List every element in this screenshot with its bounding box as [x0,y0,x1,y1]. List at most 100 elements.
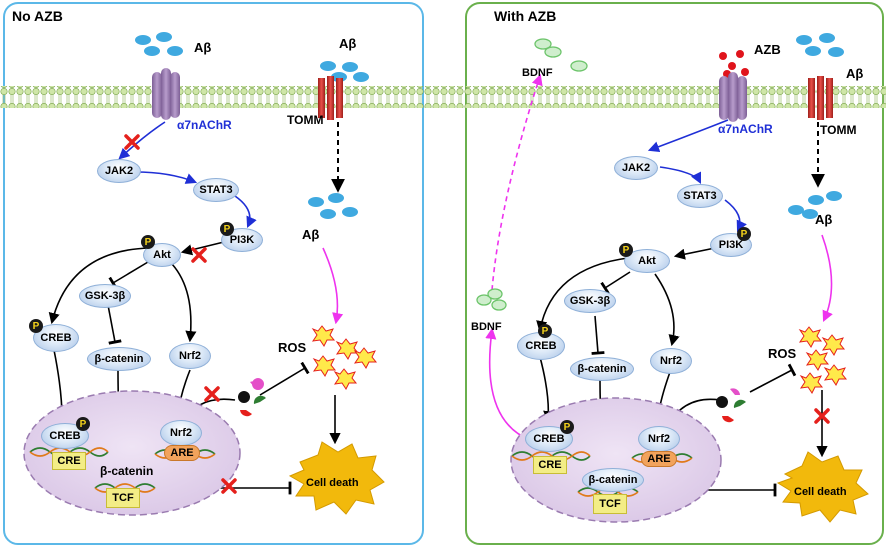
left-arrow-receptor-jak2 [118,121,166,160]
right-node-nrf2-nuclear: Nrf2 [638,426,680,452]
right-x-mark-ros-death [814,408,830,424]
right-node-stat3: STAT3 [677,184,723,208]
right-akt-phospho: P [619,243,633,257]
left-ros-label: ROS [278,340,307,355]
right-dashed-bdnf-release [491,73,543,291]
left-inhib-antioxidant-ros [259,361,310,396]
left-antioxidant-enzymes [238,378,266,417]
left-cre-box: CRE [52,452,86,470]
left-x-marks [124,134,237,494]
x-mark-antioxidant [204,386,220,402]
x-mark-pi3k [191,247,207,263]
right-receptor-label: α7nAChR [718,122,773,136]
left-arrow-akt-nrf2 [171,263,197,343]
ros-burst [821,334,846,356]
left-node-gsk3b: GSK-3β [79,284,131,308]
left-abeta-label-cytosol: Aβ [302,227,320,242]
right-akt-label: Akt [638,255,656,267]
right-cell-death-burst [776,451,869,523]
right-node-nrf2: Nrf2 [650,348,692,374]
right-arrow-pi3k-akt [673,247,716,260]
left-receptor-label: α7nAChR [177,118,232,132]
right-node-creb-nuclear: CREB [525,426,573,452]
left-creb-label: CREB [40,332,72,344]
right-creb-nuclear-phospho: P [560,420,574,434]
right-pi3k-label: PI3K [718,239,744,251]
ros-burst [335,338,360,360]
right-node-jak2: JAK2 [614,156,658,180]
right-inhib-akt-gsk3b [600,271,631,295]
left-node-jak2: JAK2 [97,159,141,183]
x-mark-tcf [221,478,237,494]
right-azb-label: AZB [754,42,781,57]
left-cell-death-label: Cell death [306,477,359,489]
right-bdnf-membrane [534,38,588,72]
right-inhib-antioxidant-ros [749,363,797,393]
left-arrow-abeta-ros [322,247,344,325]
left-are-box: ARE [164,445,200,461]
left-cre-label: CRE [57,455,81,467]
right-jak2-label: JAK2 [621,162,651,174]
left-gsk3b-label: GSK-3β [84,290,126,302]
right-ros-cluster [798,326,848,394]
right-bdnf-vesicles [476,288,507,311]
ros-burst [311,325,336,347]
right-nrf2-nuclear-label: Nrf2 [647,433,670,445]
left-node-bcatenin: β-catenin [87,347,151,371]
left-akt-phospho: P [141,235,155,249]
right-arrow-receptor-jak2 [647,119,729,153]
right-abeta-cluster-receptor [796,33,844,57]
right-bcatenin-nuclear-label: β-catenin [588,474,638,486]
left-cell-death-burst [288,441,385,515]
left-pi3k-label: PI3K [229,234,255,246]
left-tcf-label: TCF [112,492,134,504]
left-bcatenin-nuclear-label: β-catenin [100,464,154,478]
right-bdnf-label-top: BDNF [522,67,553,79]
right-cre-label: CRE [538,459,562,471]
ros-burst [333,368,358,390]
ros-burst [805,349,830,371]
right-ros-label: ROS [768,346,797,361]
ros-burst [798,326,823,348]
left-tomm-label: TOMM [287,113,324,127]
left-are-label: ARE [170,447,194,459]
right-creb-phospho: P [538,324,552,338]
left-panel-title: No AZB [12,8,63,24]
right-panel-title: With AZB [494,8,557,24]
right-pink-creb-bdnf [485,327,531,441]
right-antioxidant-enzymes [716,388,746,423]
right-abeta-label-tomm: Aβ [846,66,864,81]
right-bcatenin-label: β-catenin [577,363,627,375]
ros-burst [799,372,824,394]
left-nrf2-nuclear-label: Nrf2 [169,427,192,439]
left-pi3k-phospho: P [220,222,234,236]
left-receptor [152,68,180,120]
left-creb-nuclear-phospho: P [76,417,90,431]
right-pi3k-phospho: P [737,227,751,241]
right-bdnf-label-mid: BDNF [471,321,502,333]
left-akt-label: Akt [153,249,171,261]
left-tcf-box: TCF [106,488,140,508]
ros-burst [823,364,848,386]
left-stat3-label: STAT3 [199,184,233,196]
right-creb-nuclear-label: CREB [533,433,565,445]
left-abeta-cluster-receptor [135,32,183,56]
right-tomm-label: TOMM [820,123,857,137]
left-creb-nuclear-label: CREB [49,430,81,442]
left-arrow-pi3k-akt [180,240,229,256]
right-node-bcatenin-nuclear: β-catenin [582,468,644,492]
left-node-creb: CREB [33,324,79,352]
right-arrow-akt-nrf2 [654,273,680,347]
x-mark-receptor [124,134,140,150]
right-nrf2-label: Nrf2 [659,355,682,367]
cell-membrane [0,86,886,108]
left-node-nrf2-nuclear: Nrf2 [160,420,202,446]
left-jak2-label: JAK2 [104,165,134,177]
right-inhib-gsk3b-bcatenin [591,315,605,355]
left-inhib-akt-gsk3b [108,261,149,290]
right-cell-death-label: Cell death [794,486,847,498]
left-abeta-label-tomm: Aβ [339,36,357,51]
left-bcatenin-label: β-catenin [94,353,144,365]
right-are-box: ARE [641,451,677,467]
ros-burst [312,355,337,377]
